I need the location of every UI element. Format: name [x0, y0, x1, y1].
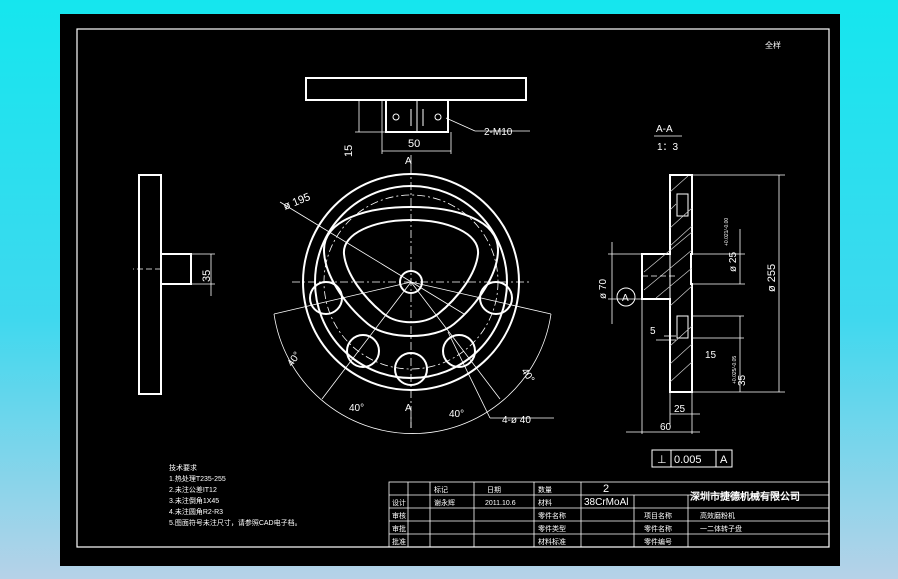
label-material-std: 材料标准 [538, 537, 566, 546]
dim-outer-dia: ø 255 [766, 264, 778, 292]
label-mark: 标记 [434, 485, 448, 494]
dim-left-boss: 35 [201, 270, 213, 282]
dim-angle-a: 40° [285, 350, 303, 369]
tech-note-line: 1.热处理T235-255 [169, 474, 226, 483]
tech-note-line: 3.未注倒角1X45 [169, 496, 219, 505]
section-view [641, 174, 693, 393]
section-label: A-A [656, 124, 673, 135]
front-view-centerlines [292, 166, 530, 428]
label-part: 零件名称 [644, 524, 672, 533]
drawing-sheet: 全样 15 50 2-M10 35 [60, 14, 840, 566]
part-name: 高效磨粉机 [700, 511, 735, 520]
top-view-dims [355, 100, 530, 154]
label-part-no: 零件编号 [644, 537, 672, 546]
label-material: 材料 [538, 498, 552, 507]
tech-note-line: 5.图面符号未注尺寸，请参照CAD电子档。 [169, 518, 302, 527]
tolerance-symbol: ⊥ [657, 454, 667, 466]
side-view [138, 174, 192, 395]
section-scale: 1：3 [657, 142, 679, 153]
top-view [305, 77, 527, 133]
datum-letter: A [622, 293, 629, 304]
label-qty: 数量 [538, 485, 552, 494]
label-design: 设计 [392, 498, 406, 507]
material: 38CrMoAl [584, 497, 628, 508]
label-part-type: 零件类型 [538, 524, 566, 533]
dim-pcd: ø 195 [282, 191, 313, 213]
dim-angle-b: 40° [349, 403, 364, 414]
tolerance-value: 0.005 [674, 454, 702, 466]
tech-notes-title: 技术要求 [169, 463, 197, 472]
company-name: 深圳市捷德机械有限公司 [690, 490, 800, 503]
label-review: 审核 [392, 511, 406, 520]
dim-bore-35-tol: +0.025/-0.05 [732, 356, 738, 384]
dim-inner-dia: ø 25 [728, 252, 739, 272]
corner-note: 全样 [765, 40, 781, 50]
datum-circle [616, 287, 636, 307]
label-approve: 批准 [392, 537, 406, 546]
dim-width-60: 60 [660, 422, 672, 433]
callout-holes: 4-ø 40 [502, 415, 531, 426]
dim-boss-dia: ø 70 [598, 279, 609, 299]
title-block-text: 设计 审核 审批 批准 标记 谢永辉 日期 2011.10.6 数量 材料 零件… [392, 485, 742, 546]
tech-note-line: 4.未注圆角R2-R3 [169, 507, 223, 516]
tolerance-frame [651, 449, 733, 468]
dim-top-width: 50 [408, 138, 420, 150]
front-view-dims [273, 155, 554, 434]
tech-note-line: 2.未注公差IT12 [169, 485, 217, 494]
dim-width-25: 25 [674, 404, 686, 415]
tech-notes: 技术要求 1.热处理T235-255 2.未注公差IT12 3.未注倒角1X45… [169, 463, 302, 527]
cut-mark-top: A [405, 156, 412, 167]
label-project: 项目名称 [644, 511, 672, 520]
designer-name: 谢永辉 [434, 498, 455, 507]
side-view-dims [133, 253, 215, 296]
dim-bore-35: 35 [737, 374, 748, 386]
quantity: 2 [603, 483, 609, 495]
drawing-date: 2011.10.6 [485, 500, 516, 507]
dim-angle-c: 40° [449, 409, 464, 420]
tolerance-datum: A [720, 454, 728, 466]
cut-mark-bottom: A [405, 403, 412, 414]
section-dims [608, 174, 785, 434]
label-check: 审批 [392, 524, 406, 533]
dim-step-5: 5 [650, 326, 656, 337]
section-hatch [643, 175, 693, 383]
drawing-canvas: 全样 15 50 2-M10 35 [76, 28, 830, 548]
label-date: 日期 [487, 486, 501, 494]
part-subname: 一二体转子盘 [700, 524, 742, 533]
title-block [388, 481, 830, 548]
dim-inner-dia-tol: +0.021/-0.00 [724, 218, 730, 246]
label-part-name: 零件名称 [538, 511, 566, 520]
dim-top-height: 15 [343, 145, 355, 157]
dim-step-15: 15 [705, 350, 717, 361]
callout-top-holes: 2-M10 [484, 127, 513, 138]
